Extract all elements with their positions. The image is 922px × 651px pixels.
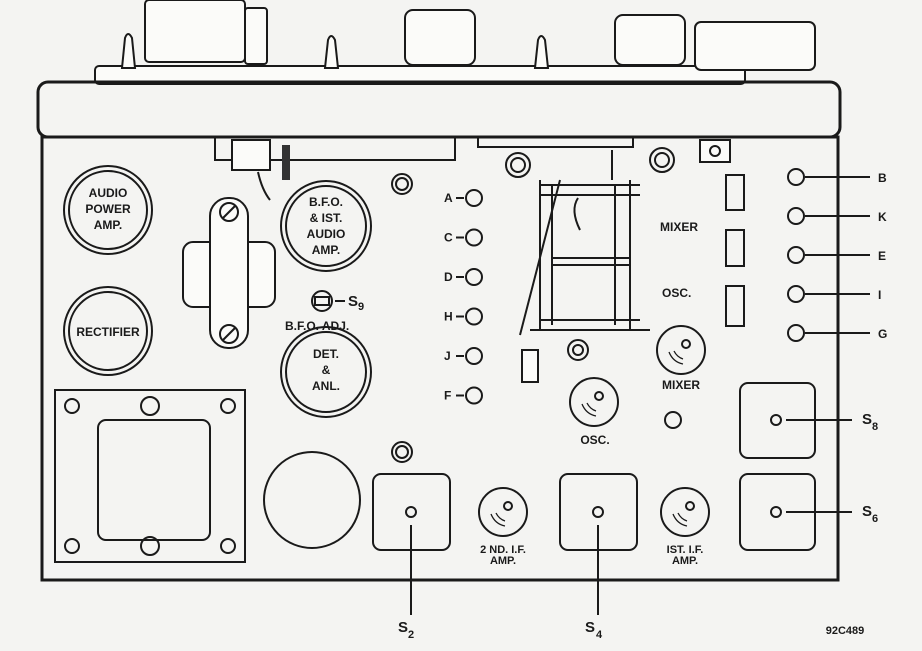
trimmer-mixer <box>656 325 706 375</box>
svg-text:OSC.: OSC. <box>662 286 691 300</box>
test-point-b: B <box>787 168 887 186</box>
svg-text:K: K <box>878 210 887 224</box>
svg-text:S: S <box>862 503 872 520</box>
tube-rectifier: RECTIFIER <box>63 286 153 376</box>
svg-text:& IST.: & IST. <box>310 211 343 225</box>
switch-s8: S 8 <box>739 382 878 459</box>
transformer <box>182 197 276 349</box>
large-capacitor <box>263 451 361 549</box>
grommet <box>391 173 413 195</box>
left-test-points: A C D H J F <box>444 189 483 405</box>
top-bracket <box>214 137 731 201</box>
svg-text:OSC.: OSC. <box>580 433 609 447</box>
mounting-plate <box>54 389 246 563</box>
coil-middle <box>725 229 745 267</box>
test-point-d: D <box>444 268 483 286</box>
svg-text:MIXER: MIXER <box>660 220 698 234</box>
coil-osc <box>725 285 745 327</box>
svg-text:S: S <box>862 411 872 428</box>
trimmer-first-if <box>660 487 710 537</box>
variable-capacitor <box>477 136 675 383</box>
svg-text:6: 6 <box>872 513 878 525</box>
test-point-j: J <box>444 347 483 365</box>
svg-text:AUDIO: AUDIO <box>307 227 346 241</box>
svg-text:J: J <box>444 349 451 363</box>
trimmers <box>478 325 710 537</box>
switch-s6: S 6 <box>739 473 878 551</box>
svg-text:AMP.: AMP. <box>672 555 698 567</box>
svg-text:E: E <box>878 249 886 263</box>
svg-text:2 ND. I.F.: 2 ND. I.F. <box>480 544 526 556</box>
svg-text:AMP.: AMP. <box>490 555 516 567</box>
svg-text:I: I <box>878 288 881 302</box>
coil-mixer <box>725 174 745 211</box>
svg-text:POWER: POWER <box>85 202 131 216</box>
svg-text:D: D <box>444 270 453 284</box>
grommet <box>391 441 413 463</box>
test-point-a: A <box>444 189 483 207</box>
svg-text:F: F <box>444 389 451 403</box>
svg-text:B: B <box>878 171 887 185</box>
svg-text:AUDIO: AUDIO <box>89 186 128 200</box>
svg-text:IST. I.F.: IST. I.F. <box>667 544 704 556</box>
svg-text:G: G <box>878 327 887 341</box>
trimmer-second-if <box>478 487 528 537</box>
svg-text:B.F.O.: B.F.O. <box>309 195 343 209</box>
svg-text:ANL.: ANL. <box>312 379 340 393</box>
svg-text:8: 8 <box>872 421 878 433</box>
adjust-hole <box>664 411 682 429</box>
test-point-i: I <box>787 285 881 303</box>
figure-number: 92C489 <box>826 625 865 637</box>
svg-text:RECTIFIER: RECTIFIER <box>76 325 140 339</box>
test-point-g: G <box>787 324 887 342</box>
test-point-f: F <box>444 386 483 405</box>
switch-s4: S 4 <box>559 473 638 641</box>
test-point-c: C <box>444 228 483 247</box>
tube-audio-power-amp: AUDIO POWER AMP. <box>63 165 153 255</box>
tube-bfo-first-audio: B.F.O. & IST. AUDIO AMP. <box>280 180 372 272</box>
svg-text:&: & <box>322 363 331 377</box>
test-point-e: E <box>787 246 886 264</box>
svg-text:C: C <box>444 231 453 245</box>
switch-s2: S 2 <box>372 473 451 641</box>
trimmer-osc <box>569 377 619 427</box>
svg-text:S: S <box>348 293 358 310</box>
chassis-lid <box>36 80 842 139</box>
right-test-points: B K E I G <box>787 168 887 342</box>
tube-det-anl: DET. & ANL. <box>280 326 372 418</box>
test-point-k: K <box>787 207 887 225</box>
svg-text:2: 2 <box>408 629 414 641</box>
bfo-adjust-switch: S 9 B.F.O. ADJ. <box>285 290 364 333</box>
svg-text:AMP.: AMP. <box>312 243 340 257</box>
svg-text:9: 9 <box>358 301 364 313</box>
svg-text:H: H <box>444 310 453 324</box>
svg-text:S: S <box>398 619 408 636</box>
svg-text:S: S <box>585 619 595 636</box>
svg-text:B.F.O. ADJ.: B.F.O. ADJ. <box>285 319 349 333</box>
chassis-body <box>40 135 840 582</box>
test-point-h: H <box>444 307 483 326</box>
svg-text:4: 4 <box>596 629 603 641</box>
front-panel-controls <box>94 0 816 85</box>
svg-text:AMP.: AMP. <box>94 218 122 232</box>
svg-text:DET.: DET. <box>313 347 339 361</box>
svg-text:A: A <box>444 191 453 205</box>
svg-text:MIXER: MIXER <box>662 378 700 392</box>
